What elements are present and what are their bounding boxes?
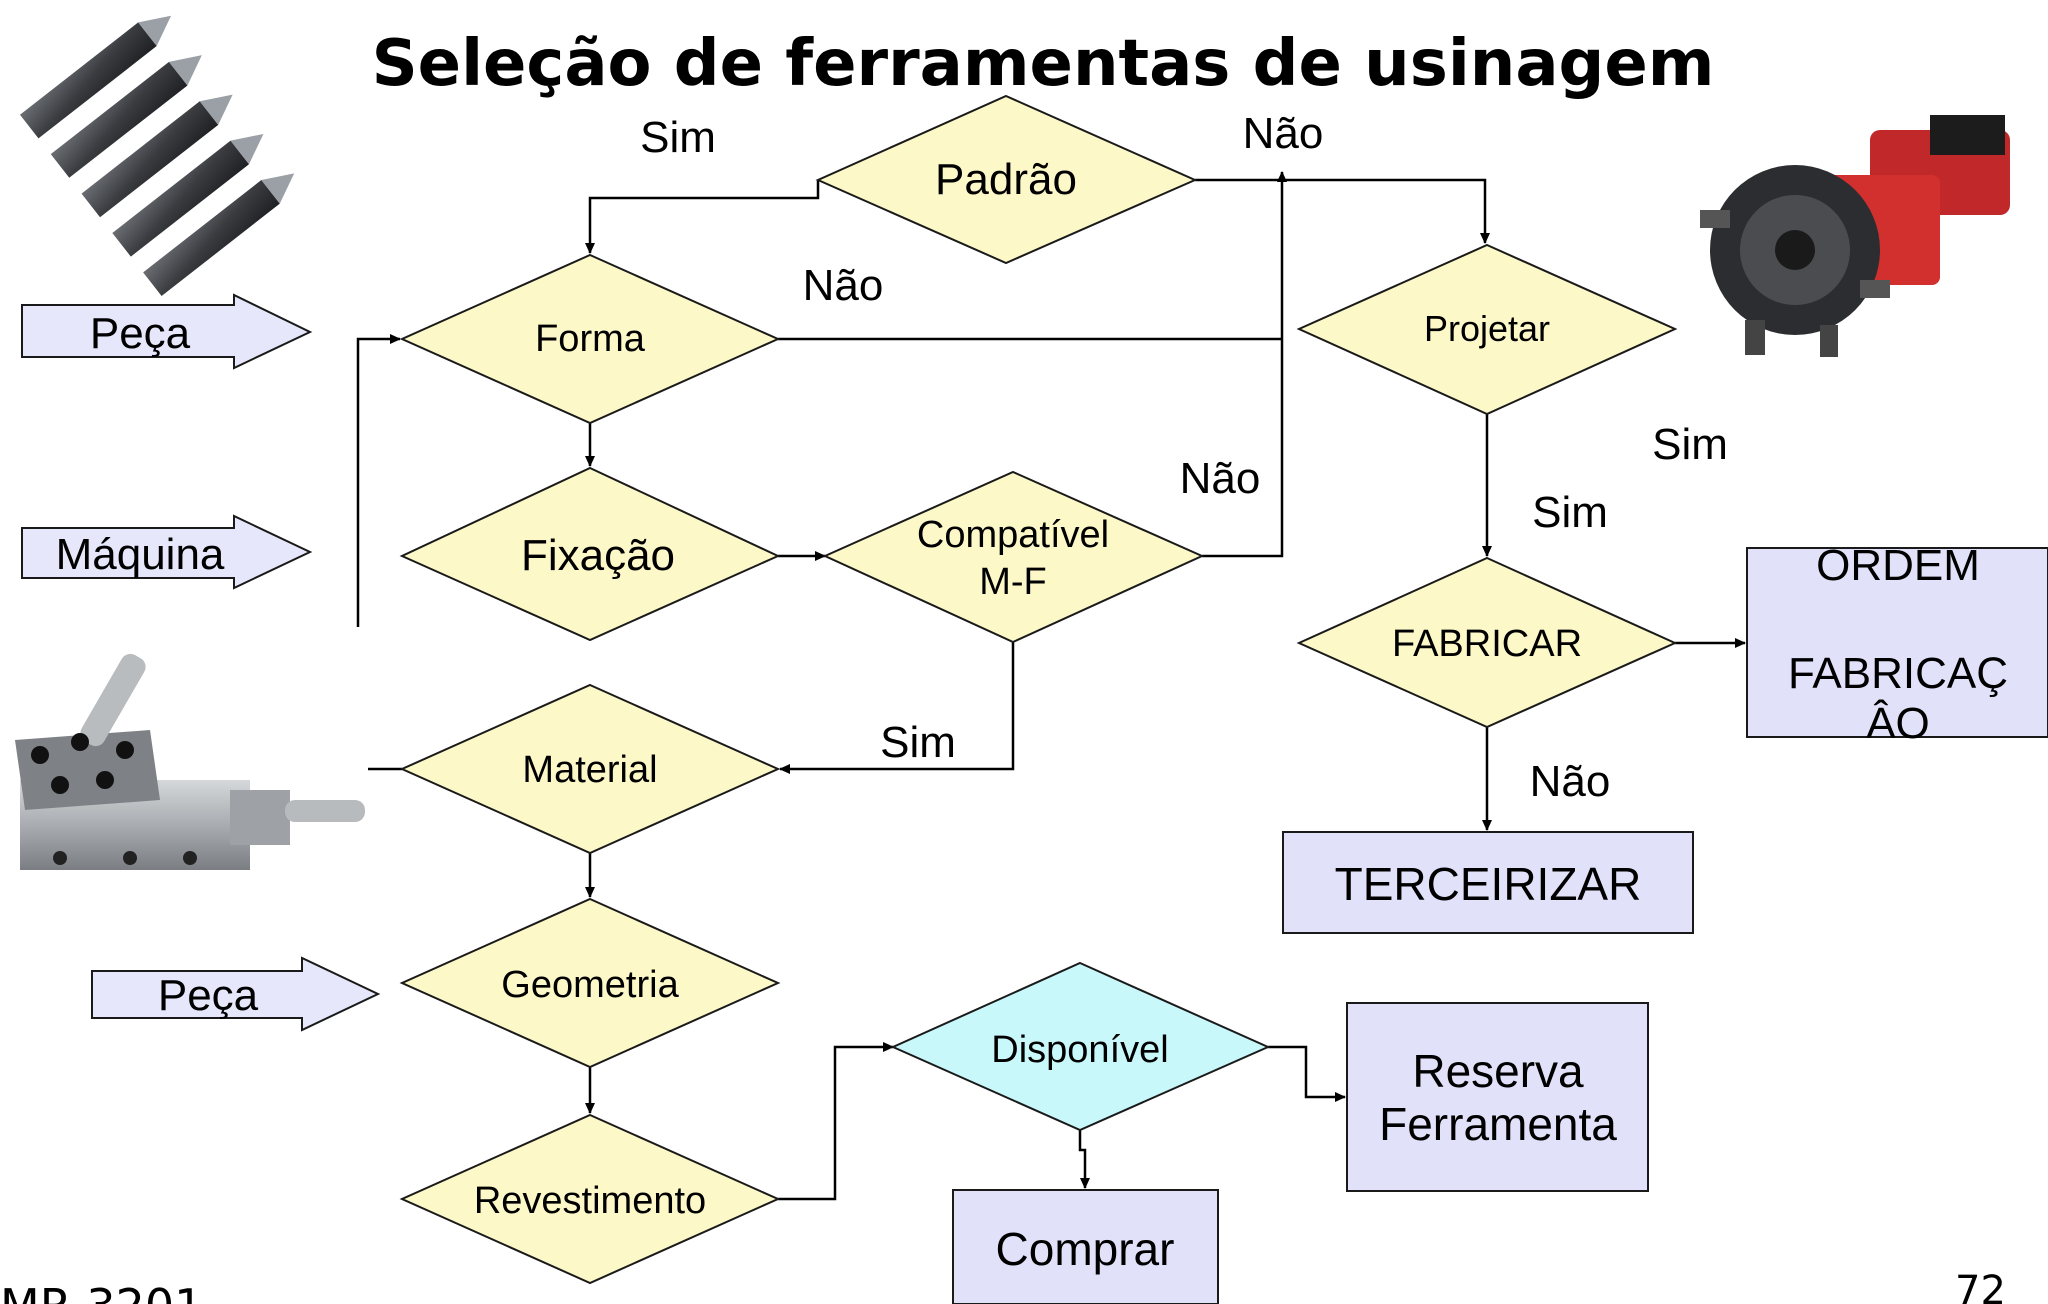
box-label-reserva-1: Reserva xyxy=(1412,1045,1584,1097)
decision-label-revestimento: Revestimento xyxy=(474,1180,706,1222)
input-label-peca-bottom: Peça xyxy=(158,971,259,1020)
box-comprar xyxy=(952,1189,1219,1304)
decision-label-compativel-1: Compatível xyxy=(917,514,1109,556)
edge-disponivel-comprar xyxy=(1078,1130,1090,1189)
box-reserva-ferramenta xyxy=(1346,1002,1649,1192)
input-arrow-maquina xyxy=(21,514,313,590)
decision-geometria xyxy=(399,897,781,1069)
edge-label-padrao-sim: Sim xyxy=(640,113,716,162)
box-label-ordem-3: ÂO xyxy=(1866,699,1930,748)
box-label-comprar: Comprar xyxy=(996,1223,1175,1275)
edge-label-fabricar-nao: Não xyxy=(1530,757,1611,806)
edge-label-compativel-nao: Não xyxy=(1180,454,1261,503)
edge-compativel-sim xyxy=(779,642,1015,774)
edge-label-forma-nao: Não xyxy=(803,261,884,310)
edge-compativel-nao xyxy=(1202,171,1287,558)
edge-feedback-loop xyxy=(356,334,401,627)
decision-label-geometria: Geometria xyxy=(501,964,679,1006)
decision-compativel xyxy=(822,470,1205,644)
turret-photo xyxy=(1700,115,2010,357)
box-label-ordem-2: FABRICAÇ xyxy=(1788,649,2008,698)
decision-material xyxy=(399,683,781,855)
decision-label-projetar: Projetar xyxy=(1424,308,1550,349)
decision-label-padrao: Padrão xyxy=(935,155,1077,204)
footer-page-number: 72 xyxy=(1955,1268,2006,1304)
edge-disponivel-reserva xyxy=(1268,1045,1346,1102)
input-label-maquina: Máquina xyxy=(56,530,225,579)
decision-label-forma: Forma xyxy=(535,318,646,360)
edge-label-projetar-sim-a: Sim xyxy=(1652,420,1728,469)
decision-label-compativel-2: M-F xyxy=(979,561,1047,603)
box-label-ordem-1: ORDEM xyxy=(1816,541,1980,590)
box-label-reserva-2: Ferramenta xyxy=(1379,1098,1617,1150)
edge-label-projetar-sim-b: Sim xyxy=(1532,488,1608,537)
edge-padrao-nao xyxy=(1195,178,1490,244)
input-label-peca-top: Peça xyxy=(90,309,191,358)
decision-projetar xyxy=(1296,243,1678,416)
decision-label-material: Material xyxy=(522,749,657,791)
decision-revestimento xyxy=(399,1113,781,1285)
decision-label-disponivel: Disponível xyxy=(991,1029,1168,1071)
box-ordem-fabricacao xyxy=(1746,547,2048,738)
box-label-terceirizar: TERCEIRIZAR xyxy=(1335,858,1642,910)
decision-label-fixacao: Fixação xyxy=(521,531,675,580)
tool-bits-photo xyxy=(19,15,295,297)
input-arrow-peca-top xyxy=(21,293,313,370)
decision-fabricar xyxy=(1296,556,1678,729)
footer-course-code: MR-3201 xyxy=(0,1279,203,1304)
box-terceirizar xyxy=(1282,831,1694,934)
edge-label-padrao-nao: Não xyxy=(1243,109,1324,158)
decision-forma xyxy=(399,253,781,425)
decision-disponivel xyxy=(890,961,1271,1132)
edge-padrao-sim xyxy=(585,180,820,254)
page-title: Seleção de ferramentas de usinagem xyxy=(372,27,1715,101)
decision-label-fabricar: FABRICAR xyxy=(1392,623,1582,665)
toolpost-photo xyxy=(15,653,365,870)
input-arrow-peca-bottom xyxy=(91,956,381,1032)
edge-label-compativel-sim: Sim xyxy=(880,718,956,767)
edge-revestimento-disponivel xyxy=(778,1042,894,1201)
decision-padrao-shape xyxy=(815,94,1198,265)
decision-fixacao xyxy=(399,466,781,642)
